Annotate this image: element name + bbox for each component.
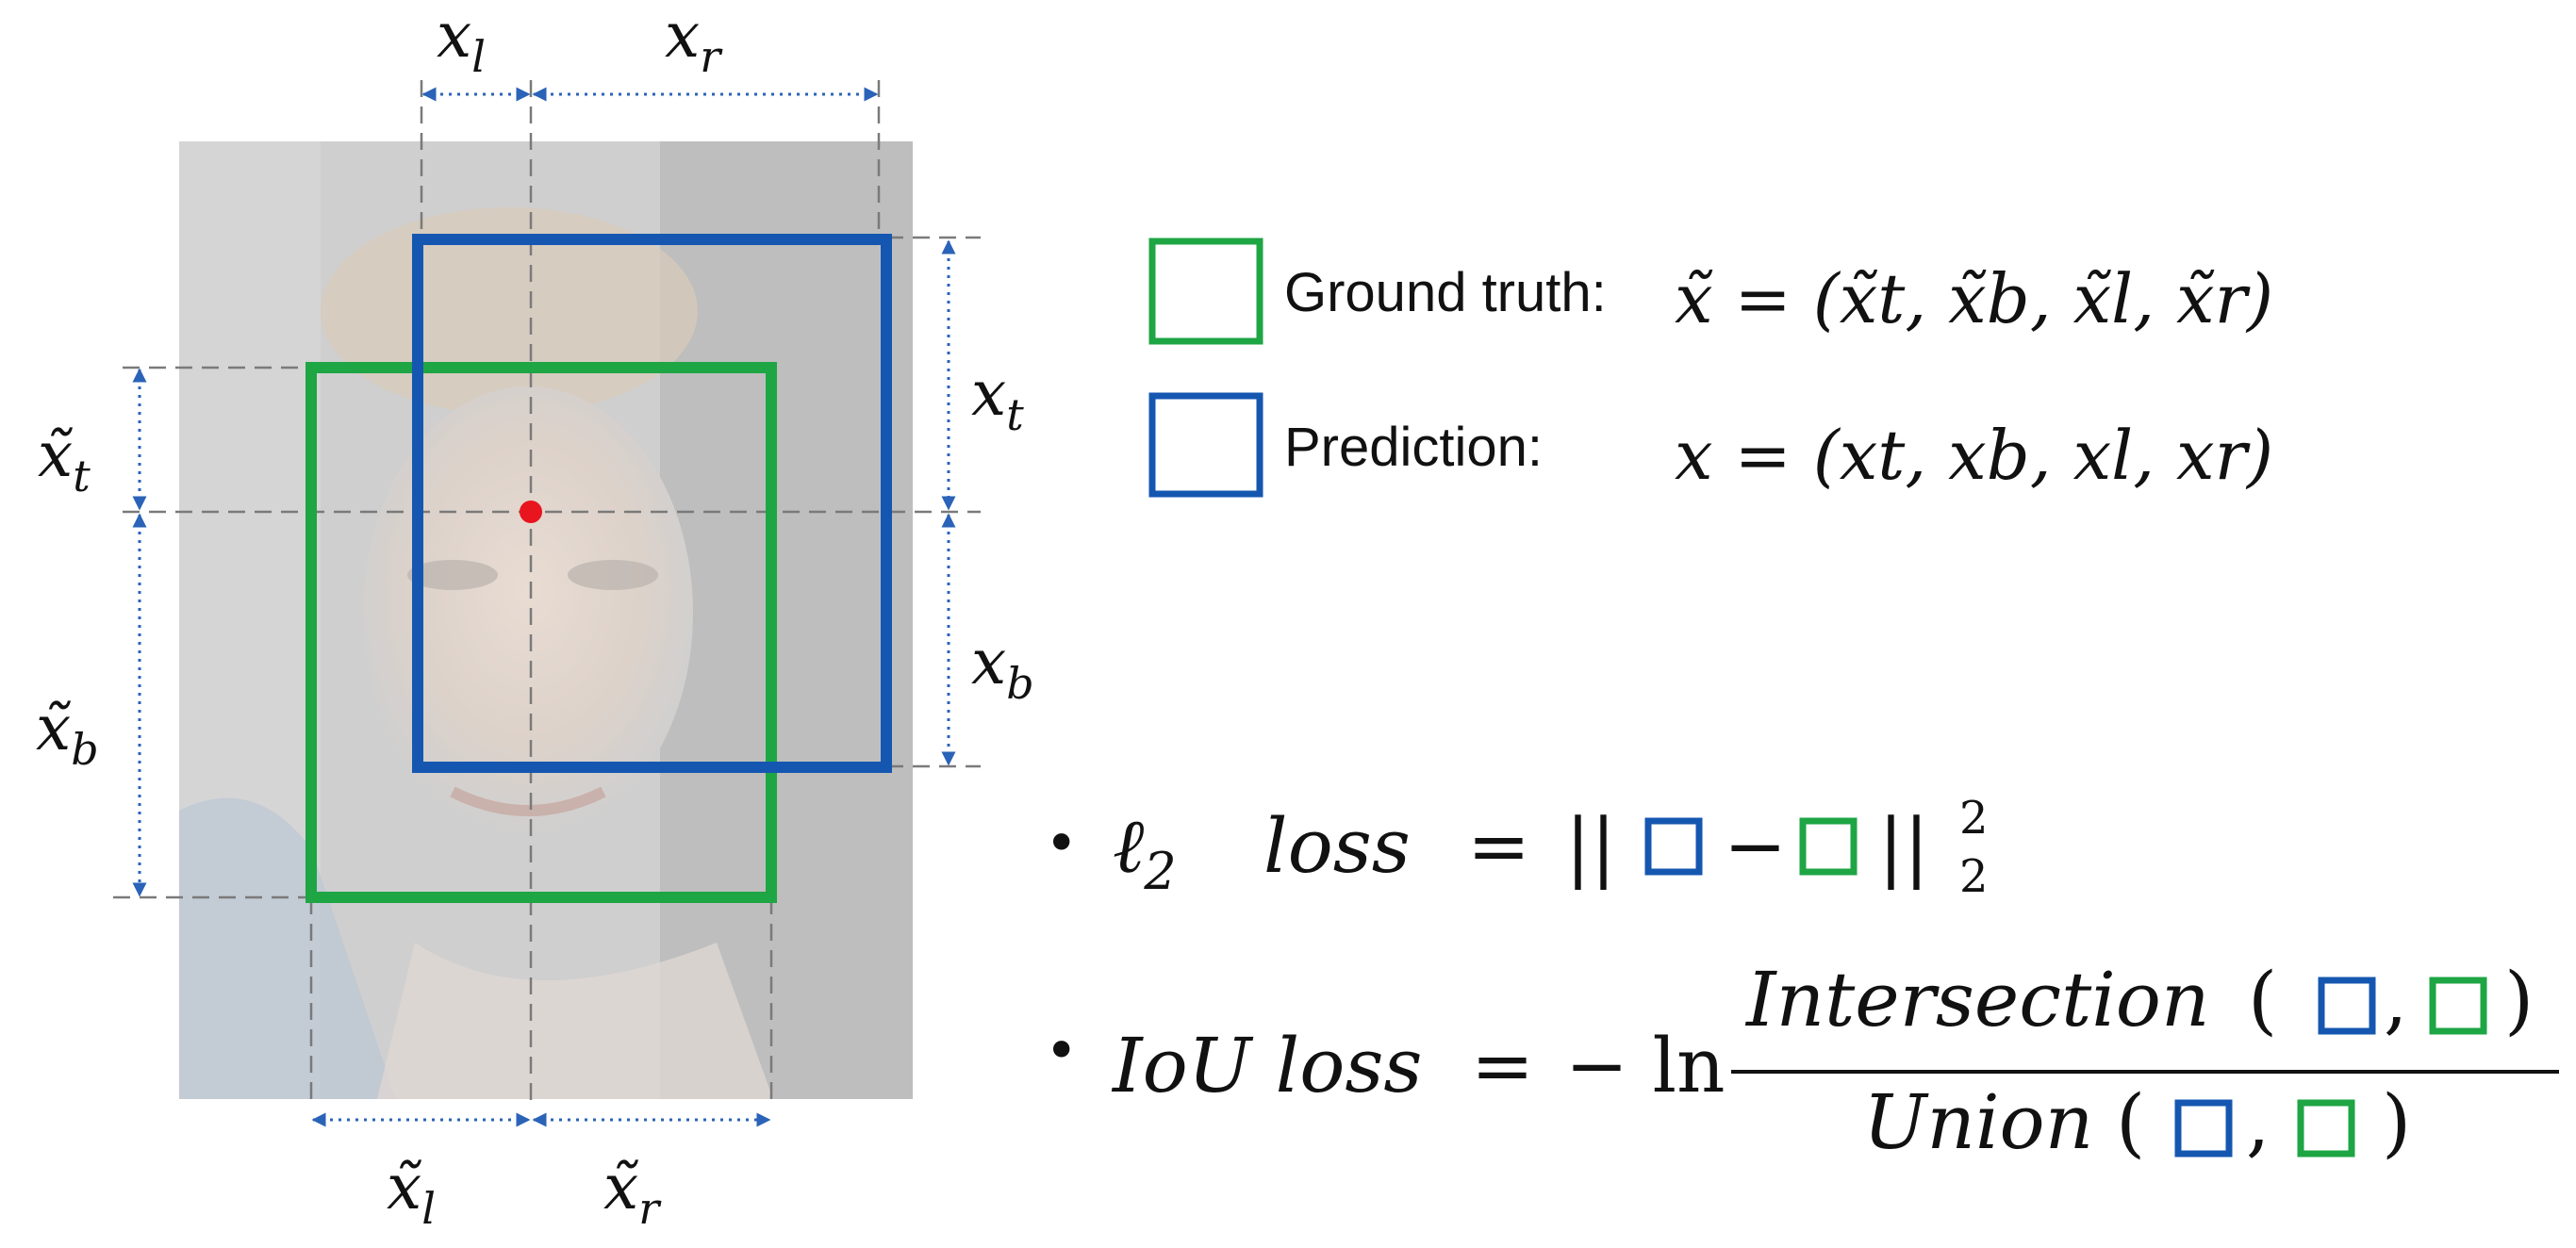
legend-ground-truth-swatch xyxy=(1148,238,1263,345)
guide-lines xyxy=(113,80,981,1105)
l2-superscript: 2 xyxy=(1959,792,1989,845)
iou-numerator-word: Intersection xyxy=(1744,956,2209,1043)
iou-denominator-prediction-square xyxy=(2174,1099,2233,1158)
iou-numerator-prediction-square xyxy=(2318,977,2376,1035)
l2-word: loss xyxy=(1263,802,1411,890)
iou-loss-formula: • IoU loss = − ln Intersection ( , ) Uni… xyxy=(1045,956,2559,1166)
legend-ground-truth-formula: x̃ = (x̃t, x̃b, x̃l, x̃r) xyxy=(1675,259,2273,338)
iou-numerator-open-paren: ( xyxy=(2248,956,2277,1043)
l2-equals: = xyxy=(1467,802,1530,890)
label-pred-top: xt xyxy=(971,357,1024,440)
l2-symbol: ℓ2 xyxy=(1113,802,1177,901)
ground-truth-box xyxy=(305,362,777,903)
iou-bullet: • xyxy=(1045,1018,1078,1084)
iou-denominator-word: Union xyxy=(1863,1078,2093,1166)
l2-prediction-square xyxy=(1644,817,1703,876)
label-gt-right: x̃r xyxy=(603,1151,662,1234)
l2-bullet: • xyxy=(1045,811,1078,877)
center-point xyxy=(520,501,542,523)
iou-numerator-close-paren: ) xyxy=(2504,956,2534,1043)
iou-denominator-comma: , xyxy=(2246,1078,2270,1166)
legend-prediction-label: Prediction: xyxy=(1284,417,1543,478)
prediction-box xyxy=(412,234,892,773)
l2-norm-close: || xyxy=(1878,802,1929,890)
iou-minus-ln: − ln xyxy=(1565,1022,1726,1109)
legend-prediction-formula: x = (xt, xb, xl, xr) xyxy=(1675,416,2273,495)
legend-prediction-swatch xyxy=(1148,392,1263,498)
l2-ground-truth-square xyxy=(1799,817,1858,876)
label-gt-left: x̃l xyxy=(387,1151,436,1234)
iou-denominator-close-paren: ) xyxy=(2382,1078,2411,1166)
legend: Ground truth: x̃ = (x̃t, x̃b, x̃l, x̃r) … xyxy=(1148,238,2273,498)
iou-numerator-ground-truth-square xyxy=(2429,977,2487,1035)
label-pred-left: xl xyxy=(437,0,486,82)
label-pred-bottom: xb xyxy=(971,626,1034,709)
l2-minus: − xyxy=(1724,802,1787,890)
face-photo xyxy=(179,141,913,1099)
iou-label: IoU loss xyxy=(1111,1022,1422,1109)
measure-arrows xyxy=(132,87,956,1127)
iou-denominator-ground-truth-square xyxy=(2297,1099,2355,1158)
label-gt-bottom: x̃b xyxy=(36,692,99,775)
iou-denominator-open-paren: ( xyxy=(2116,1078,2145,1166)
iou-numerator-comma: , xyxy=(2384,956,2407,1043)
legend-ground-truth-label: Ground truth: xyxy=(1284,262,1607,323)
l2-norm-open: || xyxy=(1565,802,1616,890)
l2-subscript: 2 xyxy=(1959,850,1989,903)
iou-equals: = xyxy=(1471,1022,1534,1109)
label-pred-right: xr xyxy=(665,0,723,82)
label-gt-top: x̃t xyxy=(38,419,91,501)
l2-loss-formula: • ℓ2 loss = || − || 2 2 xyxy=(1045,792,1989,903)
